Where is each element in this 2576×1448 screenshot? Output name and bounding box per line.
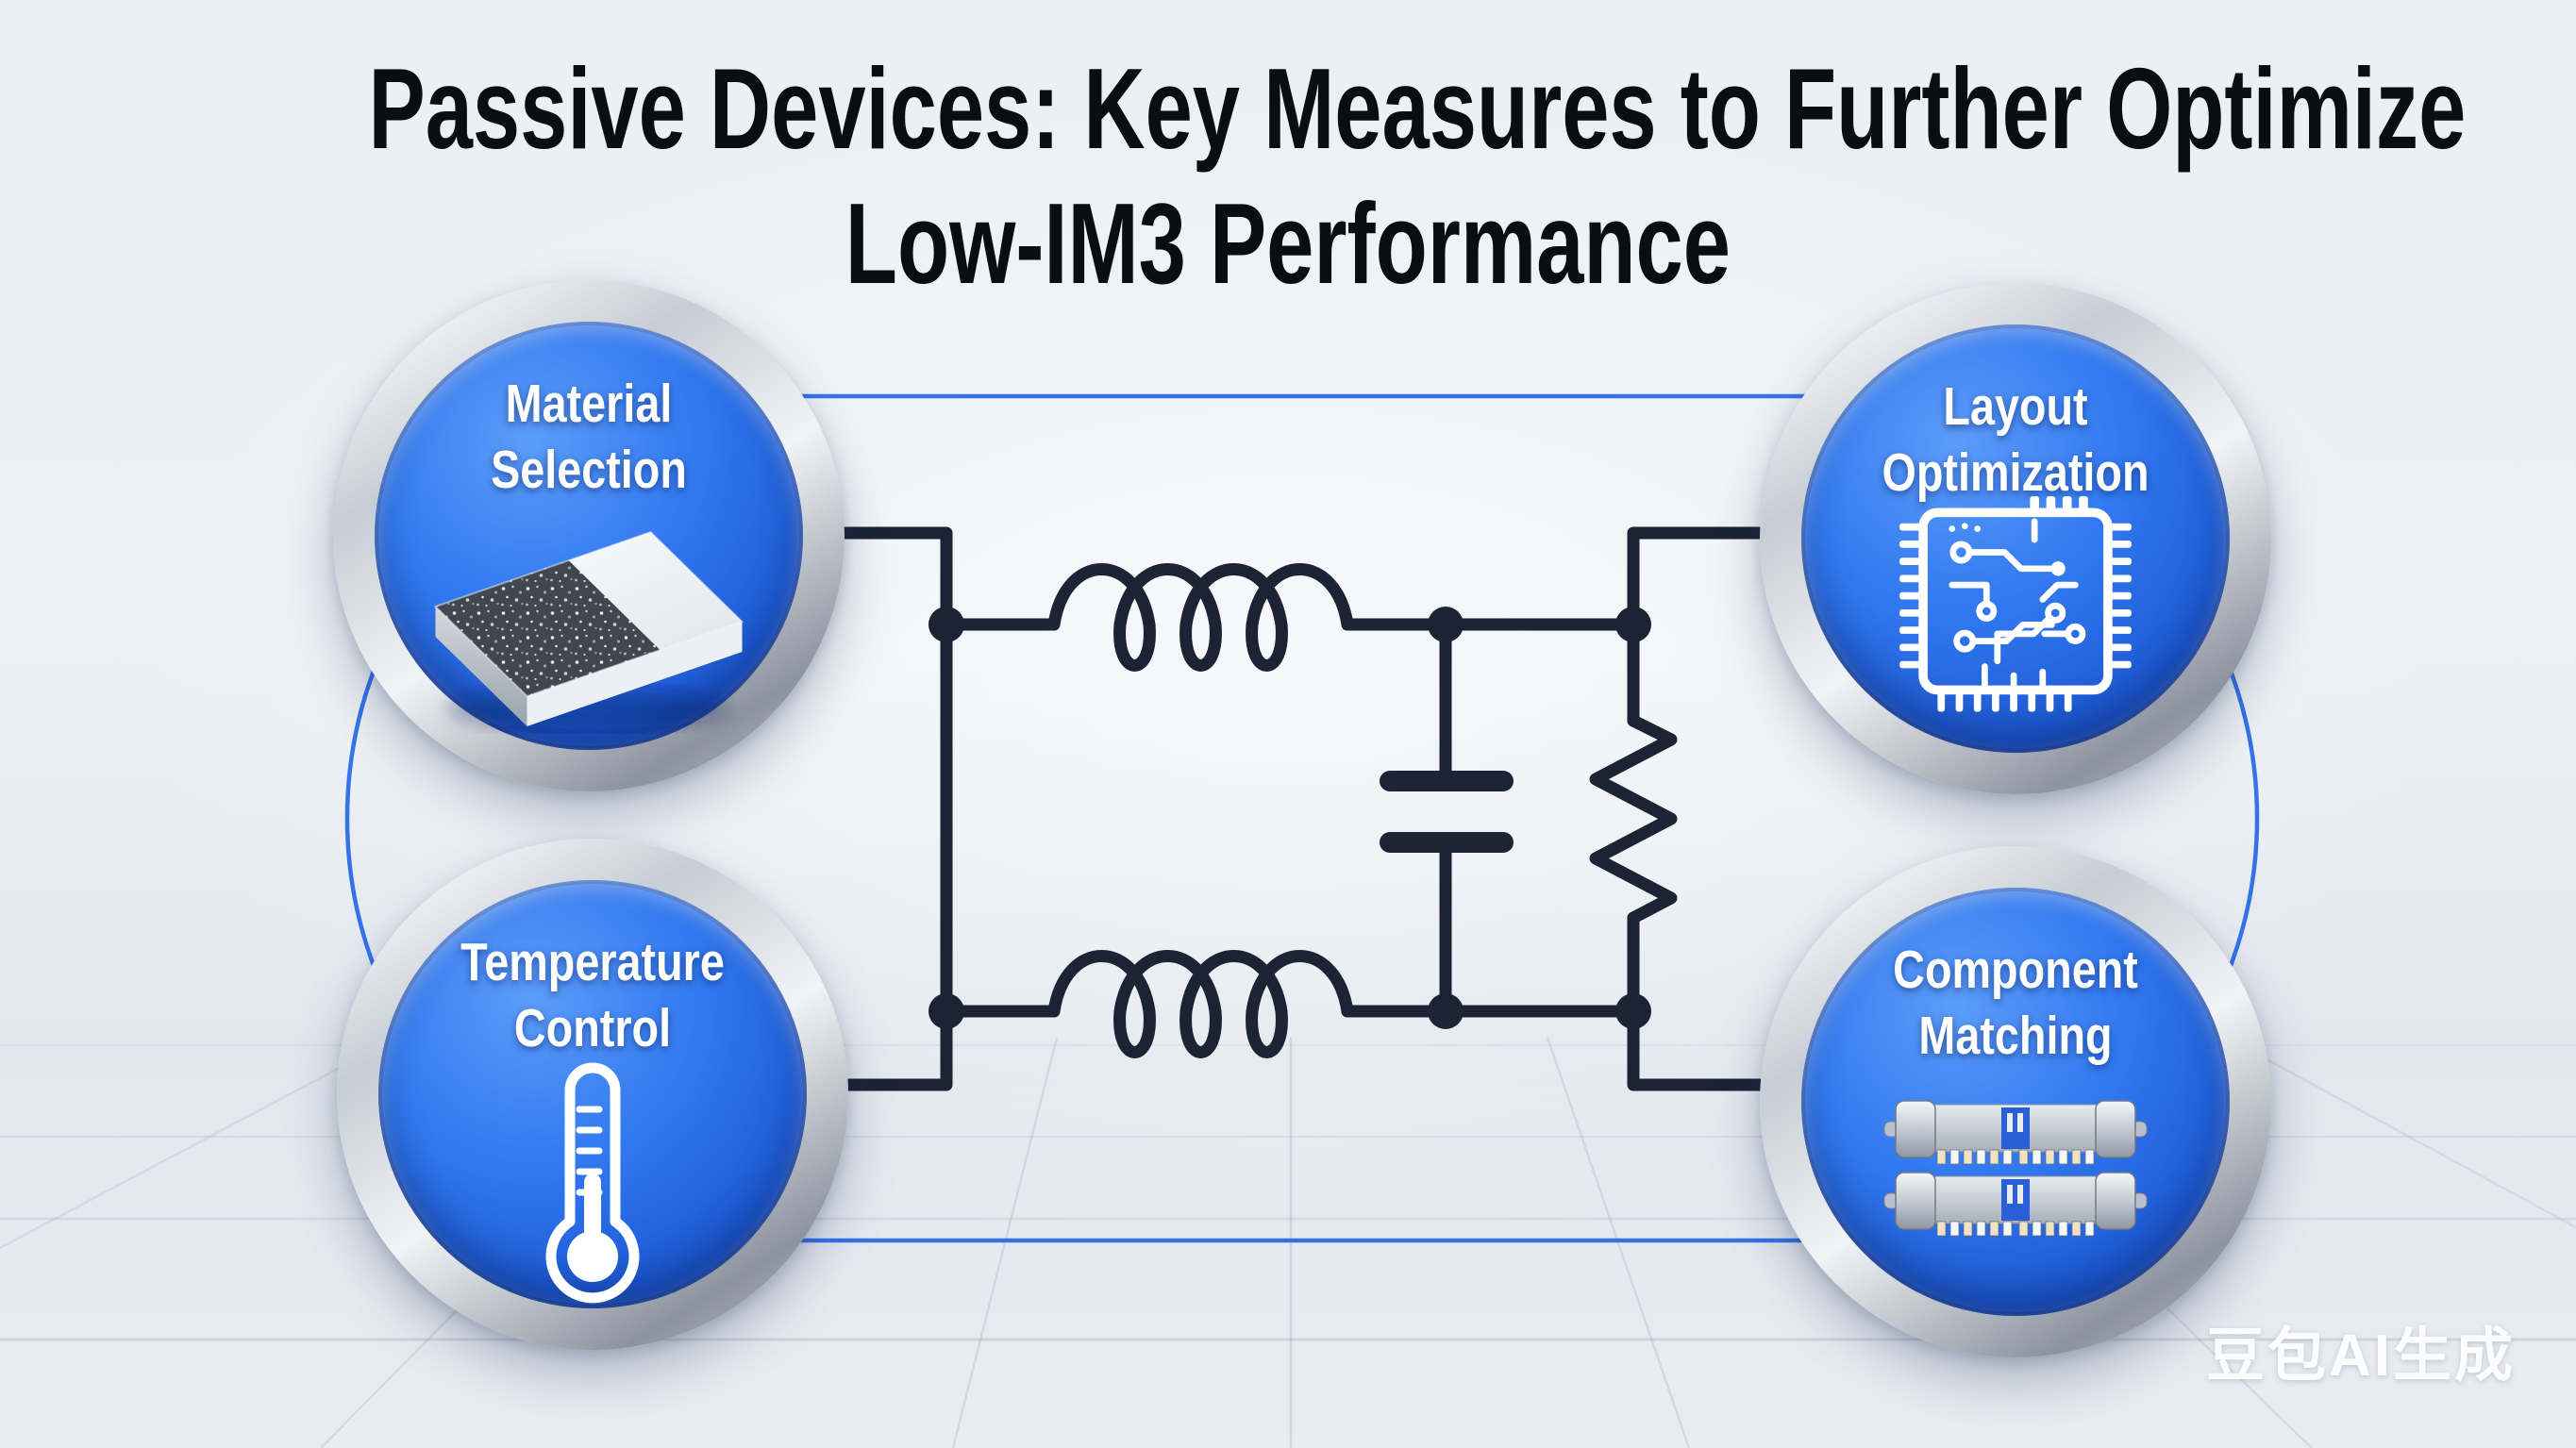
component-a (1883, 1100, 2148, 1166)
page-title: Passive Devices: Key Measures to Further… (0, 42, 2576, 311)
series-inductor-bottom (1047, 950, 1354, 1058)
badge-layout-optimization-label: Layout Optimization (1840, 374, 2191, 506)
title-line2: Low-IM3 Performance (845, 179, 1731, 308)
badge-label-line1: Layout (1943, 376, 2088, 438)
shunt-resistor (1589, 714, 1678, 924)
badge-label-line2: Matching (1918, 1006, 2113, 1067)
badge-face: Temperature Control (378, 880, 807, 1308)
schematic-nodes (928, 607, 1651, 1029)
badge-temperature-control: Temperature Control (337, 839, 848, 1350)
circuit-chip-icon (1899, 495, 2132, 712)
badge-material-selection: Material Selection (333, 280, 845, 791)
ceramic-substrate-icon (433, 530, 744, 729)
matched-components-icon (1883, 1100, 2148, 1238)
badge-layout-optimization: Layout Optimization (1760, 283, 2271, 794)
ai-watermark: 豆包AI生成 (2205, 1323, 2516, 1389)
badge-component-matching: Component Matching (1760, 846, 2271, 1357)
series-inductor-top (1047, 563, 1354, 672)
badge-material-selection-label: Material Selection (413, 371, 764, 503)
thermometer-icon (545, 1062, 640, 1303)
shunt-capacitor (1380, 771, 1514, 853)
badge-label-line2: Optimization (1882, 442, 2149, 504)
badge-label-line1: Component (1893, 940, 2138, 1001)
component-b (1883, 1172, 2148, 1238)
badge-face: Component Matching (1801, 888, 2230, 1316)
badge-connector-ring (344, 393, 2260, 1243)
badge-face: Layout Optimization (1801, 325, 2230, 753)
title-line1: Passive Devices: Key Measures to Further… (368, 44, 2467, 173)
badge-temperature-control-label: Temperature Control (417, 929, 768, 1061)
badge-label-line1: Temperature (460, 932, 725, 993)
badge-label-line2: Control (513, 998, 672, 1059)
badge-label-line1: Material (505, 374, 673, 435)
badge-label-line2: Selection (491, 440, 687, 501)
badge-face: Material Selection (375, 322, 803, 750)
badge-component-matching-label: Component Matching (1840, 937, 2191, 1069)
